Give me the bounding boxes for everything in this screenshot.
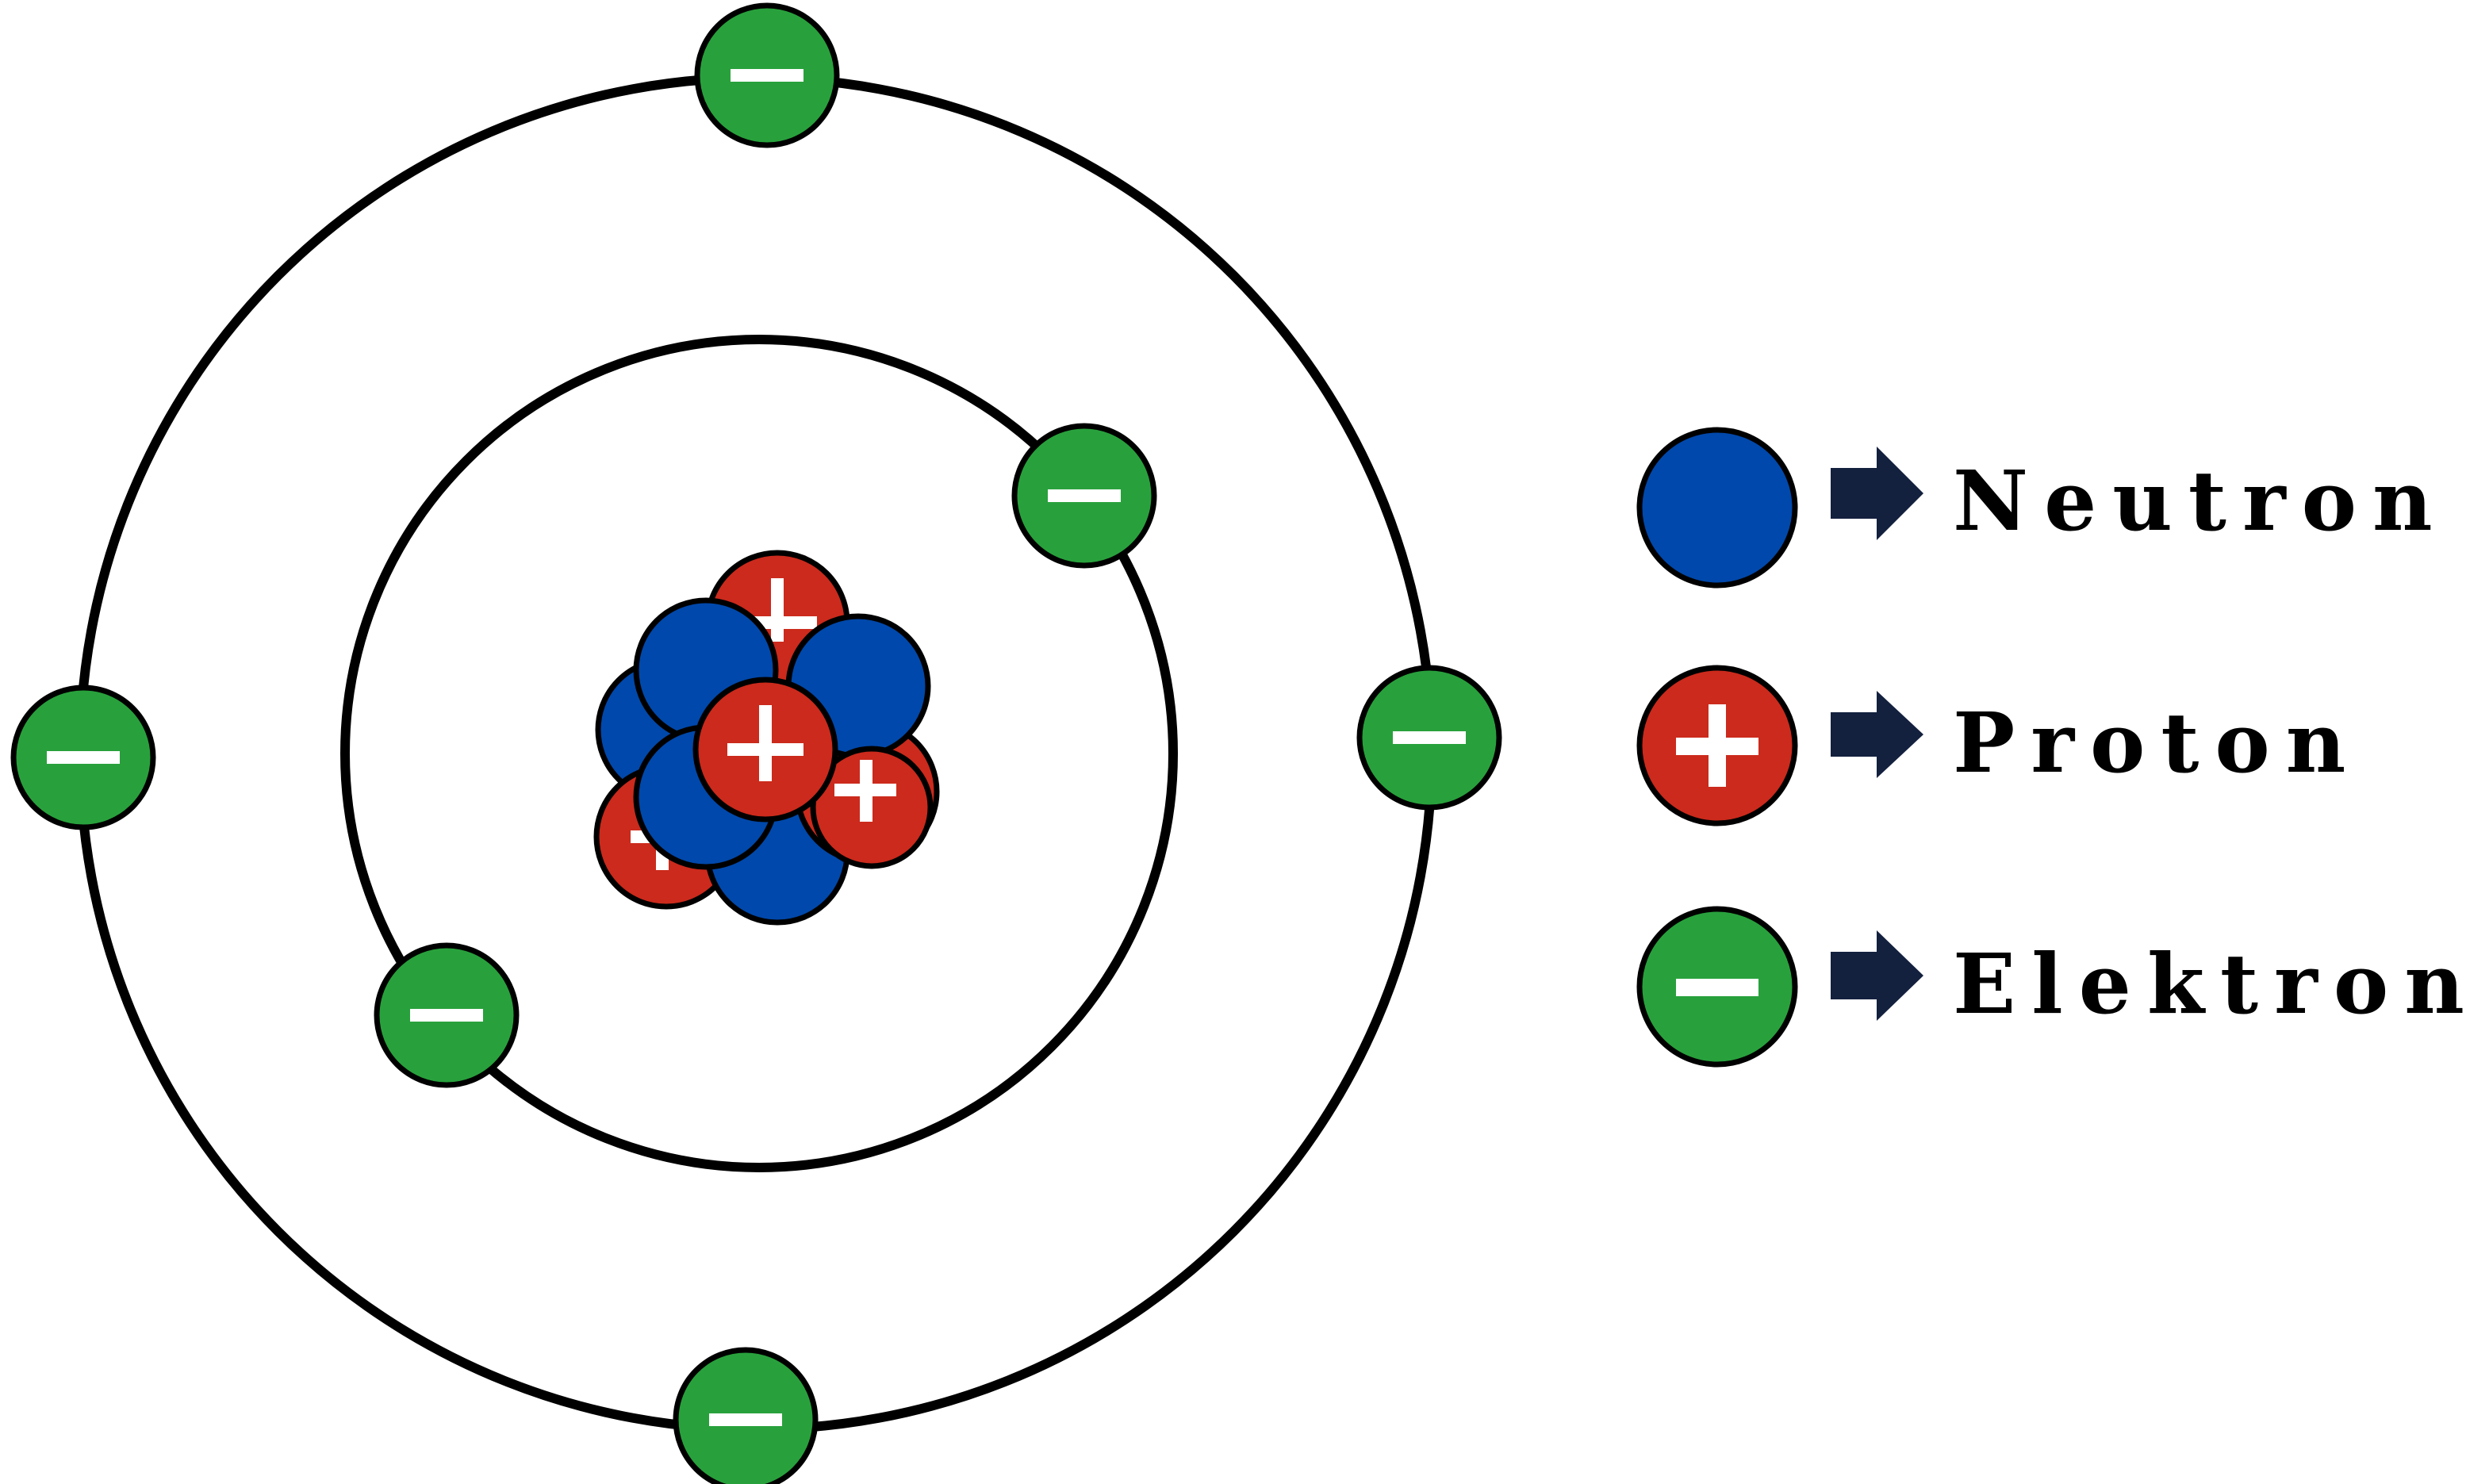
electron xyxy=(374,942,520,1088)
nucleus-proton xyxy=(692,677,838,823)
nucleus xyxy=(593,550,940,926)
legend-neutron: Neutron xyxy=(1636,427,2449,589)
legend-neutron-label: Neutron xyxy=(1953,452,2449,550)
legend-proton-label: Proton xyxy=(1953,694,2361,792)
minus-icon xyxy=(1676,979,1758,996)
electron xyxy=(10,684,156,830)
inner-orbit xyxy=(340,335,1178,1172)
electrons xyxy=(10,2,1502,1484)
legend-electron: Elektron xyxy=(1636,906,2466,1068)
arrow-icon xyxy=(1831,930,1923,1021)
electron xyxy=(673,1347,819,1484)
electron xyxy=(1356,665,1502,811)
nucleus-proton xyxy=(810,746,934,869)
legend-electron-label: Elektron xyxy=(1953,935,2466,1033)
legend: Neutron Proton Elektron xyxy=(1636,427,2466,1068)
arrow-icon xyxy=(1831,447,1923,540)
legend-proton: Proton xyxy=(1636,665,2361,826)
electron xyxy=(1011,423,1157,569)
electron xyxy=(694,2,840,148)
arrow-icon xyxy=(1831,691,1923,778)
plus-icon xyxy=(1676,704,1758,787)
legend-neutron-swatch xyxy=(1636,427,1798,589)
